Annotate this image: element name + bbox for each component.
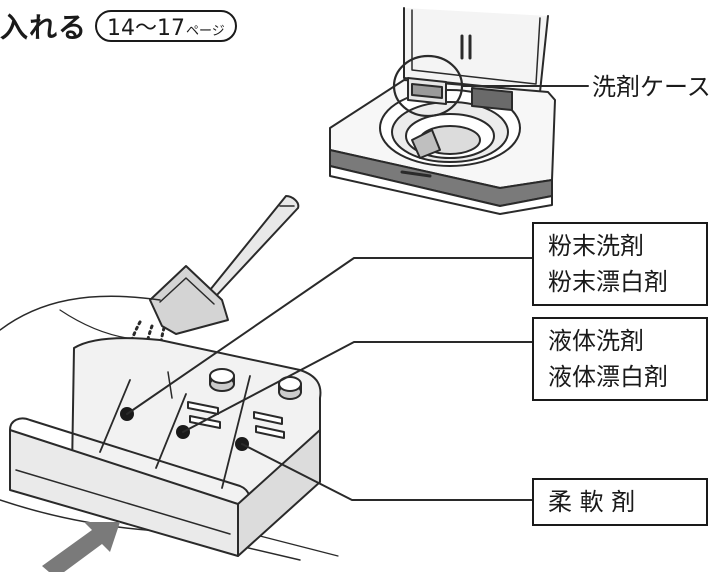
softener-label: 柔 軟 剤	[548, 488, 636, 516]
heading-text: 入れる	[0, 11, 88, 44]
page-suffix: ページ	[186, 23, 225, 39]
powder-detergent-label: 粉末洗剤	[548, 232, 644, 260]
page-reference-badge[interactable]: 14〜17 ページ	[95, 10, 237, 42]
powder-bleach-label: 粉末漂白剤	[548, 268, 668, 296]
page-heading: 入れる 14〜17 ページ	[0, 6, 237, 46]
liquid-detergent-box: 液体洗剤 液体漂白剤	[532, 317, 708, 401]
page-range: 14〜17	[107, 16, 186, 41]
powder-scoop-drawing	[124, 195, 300, 400]
detergent-case-label: 洗剤ケース	[592, 73, 711, 101]
powder-detergent-box: 粉末洗剤 粉末漂白剤	[532, 222, 708, 306]
washing-machine-drawing	[329, 7, 556, 215]
liquid-bleach-label: 液体漂白剤	[548, 363, 668, 391]
detergent-tray-drawing	[0, 295, 339, 561]
liquid-detergent-label: 液体洗剤	[548, 327, 644, 355]
softener-box: 柔 軟 剤	[532, 478, 708, 526]
